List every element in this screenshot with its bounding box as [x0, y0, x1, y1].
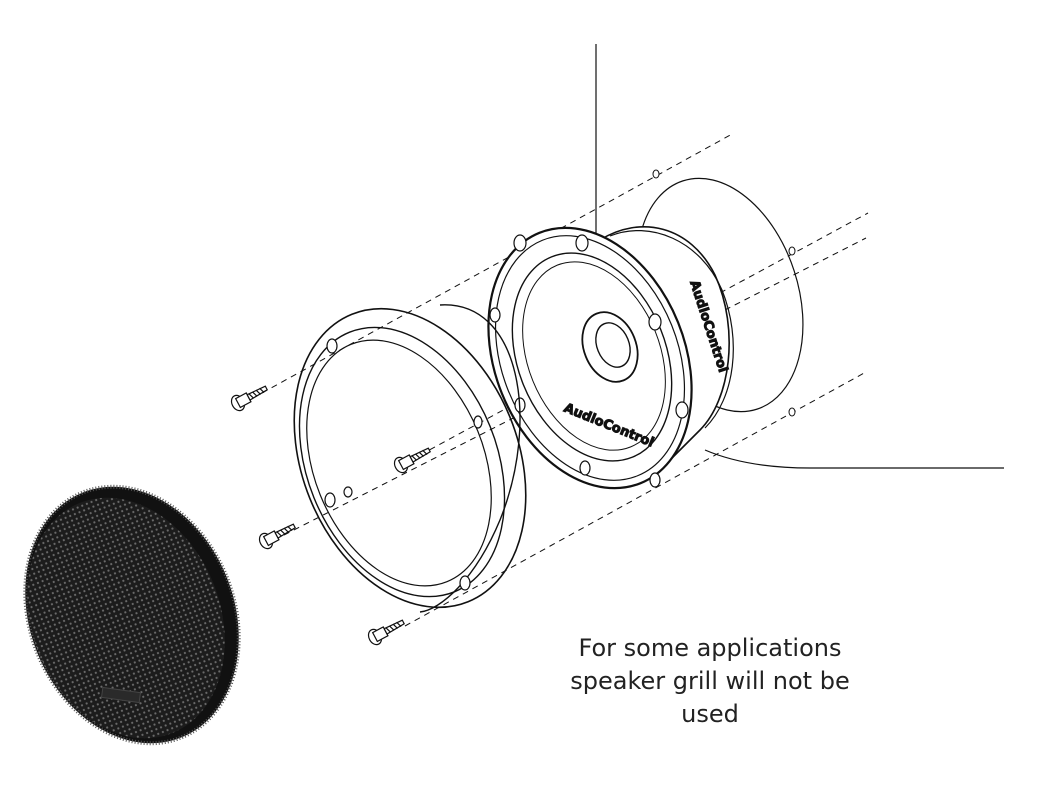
screw-icon	[393, 447, 431, 474]
screw-icon	[230, 385, 268, 412]
mounting-ring	[293, 304, 527, 613]
grill-note: For some applications speaker grill will…	[560, 632, 860, 731]
screw-icon	[367, 619, 405, 646]
speaker-grill	[23, 484, 241, 746]
screws	[230, 385, 431, 646]
note-line-1: For some applications	[578, 634, 842, 662]
note-line-3: used	[681, 700, 739, 728]
note-line-2: speaker grill will not be	[570, 667, 850, 695]
speaker: AudioControl AudioControl	[487, 226, 734, 490]
screw-icon	[258, 523, 296, 550]
